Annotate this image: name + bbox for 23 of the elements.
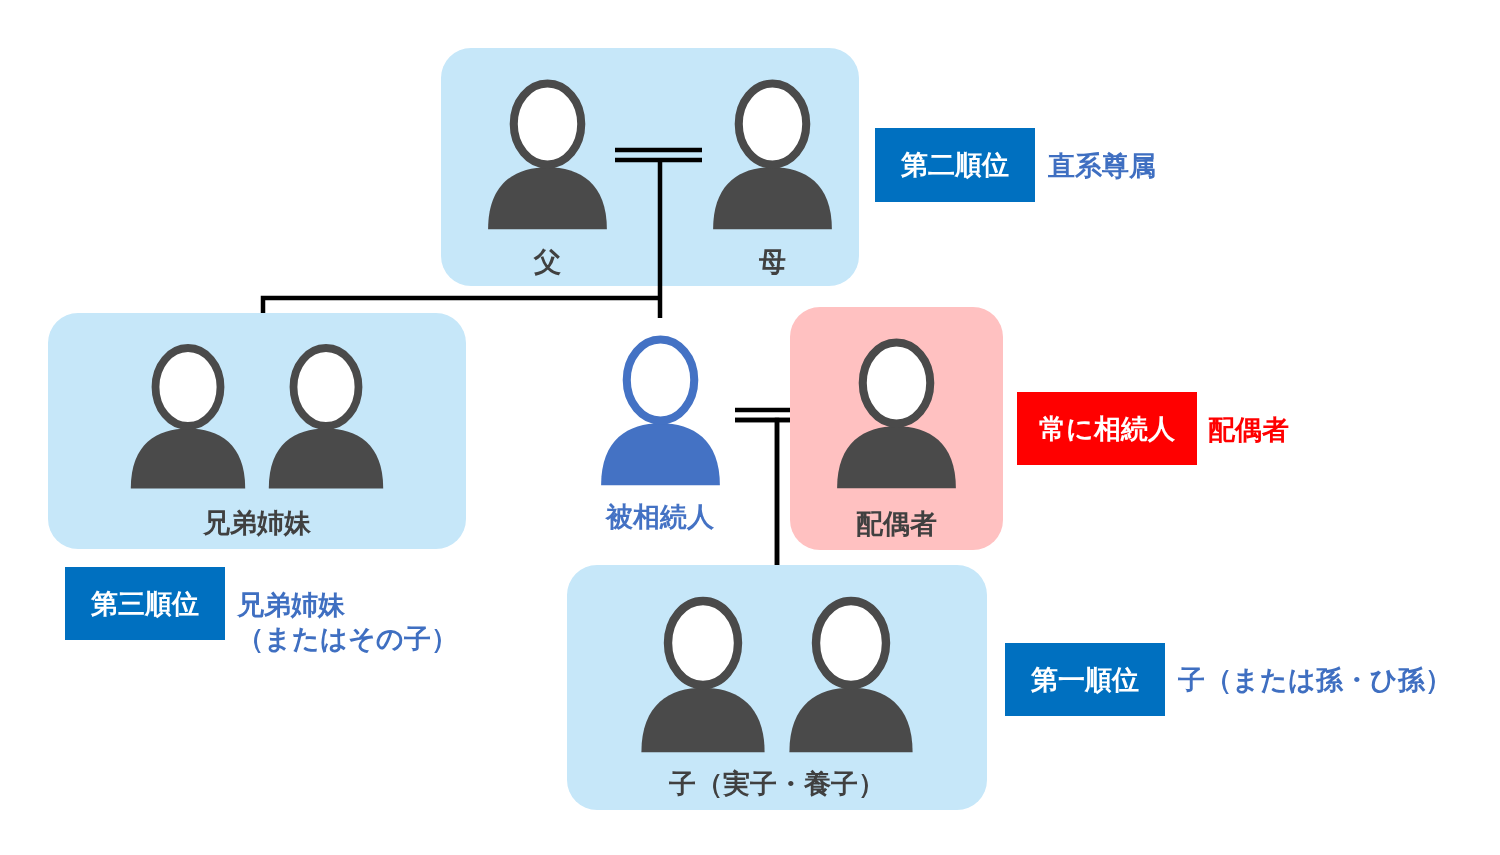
node-label: 被相続人: [606, 500, 714, 534]
connector-line: [260, 295, 660, 313]
node-label: 子（実子・養子）: [669, 767, 885, 801]
rank-badge: 第二順位: [875, 128, 1035, 202]
node-label: 父: [534, 245, 561, 279]
heir-category-text: 直系尊属: [1048, 149, 1156, 183]
group-panel: [567, 565, 987, 810]
rank-badge: 第三順位: [65, 567, 225, 640]
node-label: 配偶者: [856, 507, 937, 541]
rank-badge: 第一順位: [1005, 643, 1165, 716]
group-panel: [790, 307, 1003, 550]
group-panel: [48, 313, 466, 549]
group-panel: [441, 48, 859, 286]
connector-line: [612, 147, 705, 163]
heir-category-text: 配偶者: [1208, 413, 1289, 447]
node-label: 兄弟姉妹: [203, 506, 311, 540]
connector-line: [657, 160, 663, 298]
heir-category-text: 兄弟姉妹（またはその子）: [237, 588, 459, 656]
node-label: 母: [759, 245, 786, 279]
heir-category-text: 子（または孫・ひ孫）: [1178, 663, 1452, 697]
connector-line: [657, 298, 663, 318]
connector-line: [774, 417, 790, 565]
rank-badge: 常に相続人: [1017, 392, 1197, 465]
